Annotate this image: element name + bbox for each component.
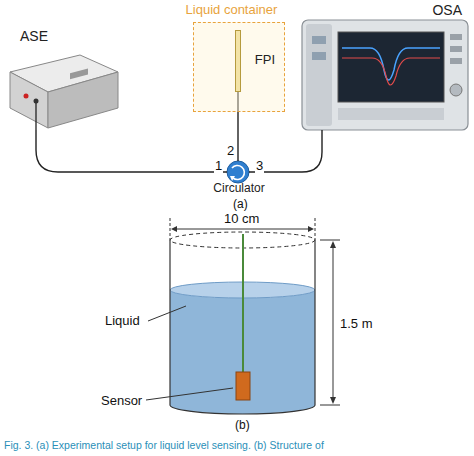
part-label: (b)	[234, 418, 251, 433]
sensor	[236, 372, 250, 400]
ase-port	[24, 94, 29, 99]
osa-screen	[338, 32, 444, 102]
leader-line	[146, 388, 233, 400]
leader-line	[148, 306, 186, 321]
circulator-arrow	[230, 176, 235, 181]
osa-trace	[342, 58, 440, 85]
device-node: Liquid containerFPI	[168, 2, 295, 114]
dimension-extension	[170, 218, 171, 240]
part-label: Liquid	[104, 313, 141, 328]
part-label-text: 1.5 m	[339, 316, 374, 331]
dimension-extension	[315, 218, 316, 240]
cylinder-wall	[314, 240, 315, 405]
osa-button	[450, 34, 462, 40]
node-label: Liquid container	[168, 2, 295, 17]
dimension-arrow	[330, 397, 336, 404]
ase-port	[34, 99, 39, 104]
part-label: 3	[255, 158, 264, 173]
osa-button	[312, 36, 326, 44]
part-label: 2	[226, 143, 235, 158]
device-node: OSA	[300, 2, 472, 130]
device-node: ASE	[6, 28, 120, 130]
part-label-text: (a)	[232, 197, 249, 211]
part-label-text: Liquid	[104, 313, 141, 328]
node-label: FPI	[223, 52, 275, 67]
dimension-arrow	[308, 226, 314, 232]
osa-keys	[338, 108, 444, 120]
cylinder-wall	[169, 240, 170, 405]
part-label: 10 cm	[223, 211, 260, 226]
osa-button	[312, 52, 326, 60]
dimension-tick	[320, 240, 340, 241]
part-label-text: 10 cm	[223, 211, 260, 226]
part-label-text: 2	[226, 143, 235, 158]
circulator-symbol	[227, 161, 249, 183]
node-label: Circulator	[203, 181, 275, 195]
cylinder-bottom	[170, 405, 315, 414]
part-label: Sensor	[100, 393, 143, 408]
part-label-text: 1	[214, 158, 223, 173]
node-label: OSA	[300, 2, 472, 18]
part-label-text: 3	[255, 158, 264, 173]
ase-connector	[70, 68, 88, 79]
osa-panel	[306, 24, 332, 126]
device-node: FPI	[223, 30, 275, 92]
part-label-text: Sensor	[100, 393, 143, 408]
osa-button	[450, 58, 462, 64]
ase-side	[48, 72, 118, 128]
part-label-text: (b)	[234, 418, 251, 432]
osa-knob	[450, 84, 462, 96]
dimension-tick	[320, 405, 340, 406]
fiber	[242, 234, 244, 374]
osa-body	[302, 20, 468, 130]
osa-trace	[342, 48, 440, 80]
osa-button	[450, 46, 462, 52]
fiber-connector	[249, 130, 322, 172]
node-label: ASE	[6, 28, 120, 44]
ase-front	[10, 72, 48, 128]
dimension-line	[173, 229, 312, 230]
dimension-line	[333, 243, 334, 402]
part-label: 1.5 m	[339, 316, 374, 331]
fiber-connector	[36, 130, 227, 172]
part-label: (a)	[232, 197, 249, 212]
fpi-tube	[235, 30, 241, 92]
dimension-arrow	[171, 226, 177, 232]
part-label: 1	[214, 158, 223, 173]
fiber-stub	[35, 103, 36, 130]
dimension-arrow	[330, 241, 336, 248]
figure-caption: Fig. 3. (a) Experimental setup for liqui…	[4, 439, 324, 452]
